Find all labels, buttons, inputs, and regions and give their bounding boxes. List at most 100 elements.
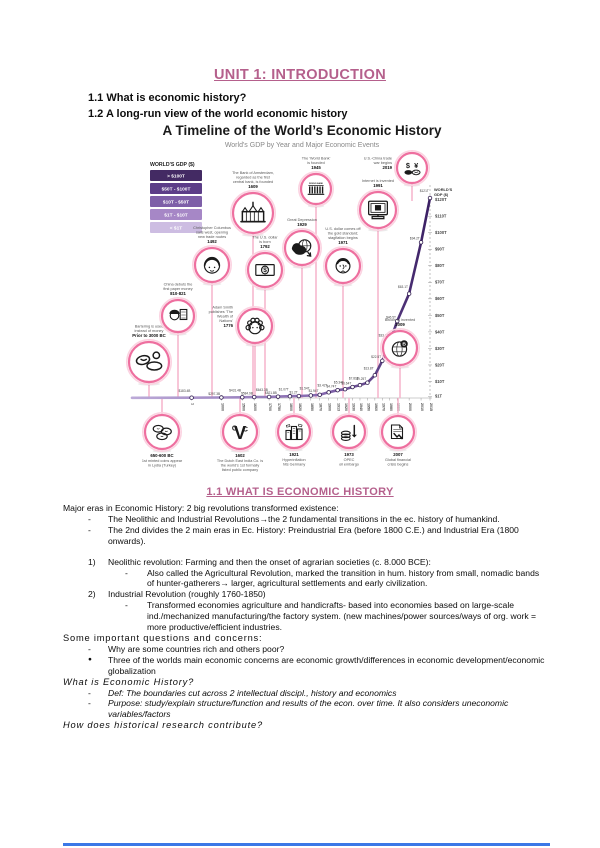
- doc-line-text: Major eras in Economic History: 2 big re…: [63, 503, 339, 513]
- gdp-point-label: $63.1T: [398, 285, 408, 289]
- y-tick-label: $100T: [435, 230, 447, 235]
- gdp-point: [406, 291, 412, 296]
- event-label: is born: [259, 240, 270, 244]
- y-tick-label: $1T: [435, 394, 443, 399]
- gdp-point-label: $297.3B: [208, 392, 220, 396]
- svg-text:B: B: [402, 342, 406, 348]
- gdp-point-label: $4.74T: [326, 385, 336, 389]
- legend-swatch: [150, 183, 202, 194]
- y-tick-label: $90T: [435, 247, 445, 252]
- gdp-point: [287, 394, 293, 399]
- gdp-point: [275, 394, 281, 399]
- event-year: Prior to 3000 BC: [132, 333, 165, 338]
- gdp-point-label: $584.9B: [241, 391, 253, 395]
- bank-icon: [240, 201, 266, 223]
- coins-drop-icon: [340, 424, 357, 441]
- event-year: 1792: [260, 244, 270, 249]
- list-marker: -: [125, 600, 128, 611]
- timeline-event-circle: [380, 414, 416, 450]
- gdp-point-label: $643.3B: [256, 388, 268, 392]
- x-tick-label: 1950: [366, 403, 370, 411]
- doc-line-text: The 2nd divides the 2 main eras in Ec. H…: [108, 524, 519, 546]
- doc-line-text: Some important questions and concerns:: [63, 632, 263, 643]
- timeline-event-circle: [221, 413, 259, 451]
- event-label: Adam Smith: [212, 306, 233, 310]
- list-marker: 1): [88, 556, 96, 567]
- event-label: Bartering is used: [135, 325, 164, 329]
- legend-label: $10T - $50T: [163, 200, 189, 206]
- timeline-event-circle: [246, 251, 284, 289]
- x-tick-label: 1: [191, 403, 195, 405]
- event-year: 1609: [248, 184, 258, 189]
- doc-line: Some important questions and concerns:: [63, 633, 545, 644]
- gdp-point: [326, 390, 331, 395]
- x-tick-label: 1700: [268, 403, 272, 411]
- doc-line: What is Economic History?: [63, 677, 545, 688]
- timeline-event-circle: [299, 172, 333, 206]
- doc-line: -Transformed economies agriculture and h…: [63, 600, 545, 633]
- doc-line: -Why are some countries rich and others …: [63, 644, 545, 655]
- x-tick-label: 1930: [352, 403, 356, 411]
- doc-line: ●Three of the worlds main economic conce…: [63, 655, 545, 677]
- event-year: 2019: [382, 165, 392, 170]
- next-page-edge: [63, 843, 550, 846]
- x-tick-label: 1960: [374, 403, 378, 411]
- event-year: 650-600 BC: [150, 453, 173, 458]
- x-tick-label: 1913: [337, 403, 341, 411]
- timeline-event-circle: [231, 191, 275, 235]
- x-tick-label: 1500: [241, 403, 245, 411]
- event-label: Wealth of: [217, 315, 234, 319]
- x-tick-label: 1980: [389, 403, 393, 411]
- y-tick-label: $70T: [435, 280, 445, 285]
- timeline-event-circle: [276, 414, 312, 450]
- event-year: 1602: [235, 453, 245, 458]
- event-year: 1776: [223, 323, 233, 328]
- event-label: The Bank of Amsterdam,: [232, 171, 274, 175]
- y-tick-label: $60T: [435, 296, 445, 301]
- btc-globe-icon: B: [391, 340, 408, 357]
- gdp-point-label: $821.8B: [265, 391, 277, 395]
- gdp-point: [296, 393, 302, 399]
- event-label: Christopher Columbus: [193, 226, 231, 230]
- x-tick-label: 1600: [253, 403, 257, 411]
- gdp-point: [317, 392, 322, 397]
- gdp-point-label: $5.34T: [334, 380, 344, 384]
- doc-line: 2)Industrial Revolution (roughly 1760-18…: [63, 589, 545, 600]
- adam-smith-icon: [245, 317, 265, 335]
- doc-line-text: Purpose: study/explain structure/functio…: [108, 698, 509, 720]
- x-tick-label: 1850: [310, 403, 314, 411]
- bear-icon: [291, 239, 312, 257]
- timeline-infographic-image[interactable]: A Timeline of the World’s Economic Histo…: [92, 121, 516, 483]
- doc-line-text: Why are some countries rich and others p…: [108, 643, 285, 654]
- gdp-point-label: $431.4B: [229, 388, 241, 392]
- event-label: Great Depression: [287, 218, 317, 222]
- event-label: stagflation begins: [328, 236, 358, 240]
- event-label: U.S. dollar comes off: [325, 227, 361, 231]
- event-label: U.S.-China trade: [364, 157, 392, 161]
- gdp-point-label: $7.81T: [349, 376, 359, 380]
- y-tick-label: $40T: [435, 329, 445, 334]
- gdp-point-label: $9.25T: [356, 377, 366, 381]
- doc-line: How does historical research contribute?: [63, 720, 545, 731]
- gdp-point: [395, 318, 400, 324]
- timeline-event-circle: [381, 329, 419, 367]
- barter-icon: [135, 351, 163, 371]
- legend-label: > $100T: [167, 174, 185, 180]
- doc-line: -The Neolithic and Industrial Revolution…: [63, 514, 545, 525]
- computer-icon: [367, 200, 389, 220]
- event-label: oil embargo: [339, 463, 359, 467]
- page-title: UNIT 1: INTRODUCTION: [214, 67, 386, 83]
- gdp-point: [342, 386, 348, 392]
- doc-line: -Def: The boundaries cut across 2 intell…: [63, 688, 545, 699]
- event-label: new trade routes: [198, 235, 226, 239]
- list-marker: -: [125, 567, 128, 578]
- trade-war-icon: $¥: [404, 161, 421, 176]
- gdp-point: [365, 380, 370, 385]
- event-year: 1973: [344, 452, 354, 457]
- gdp-point-label: $33.6T: [379, 334, 389, 338]
- gdp-point-label: $1.2T: [290, 390, 298, 394]
- event-year: 1945: [311, 165, 321, 170]
- event-label: instead of money: [135, 329, 164, 333]
- list-marker: 2): [88, 589, 96, 600]
- event-label: publishes 'The: [209, 310, 233, 314]
